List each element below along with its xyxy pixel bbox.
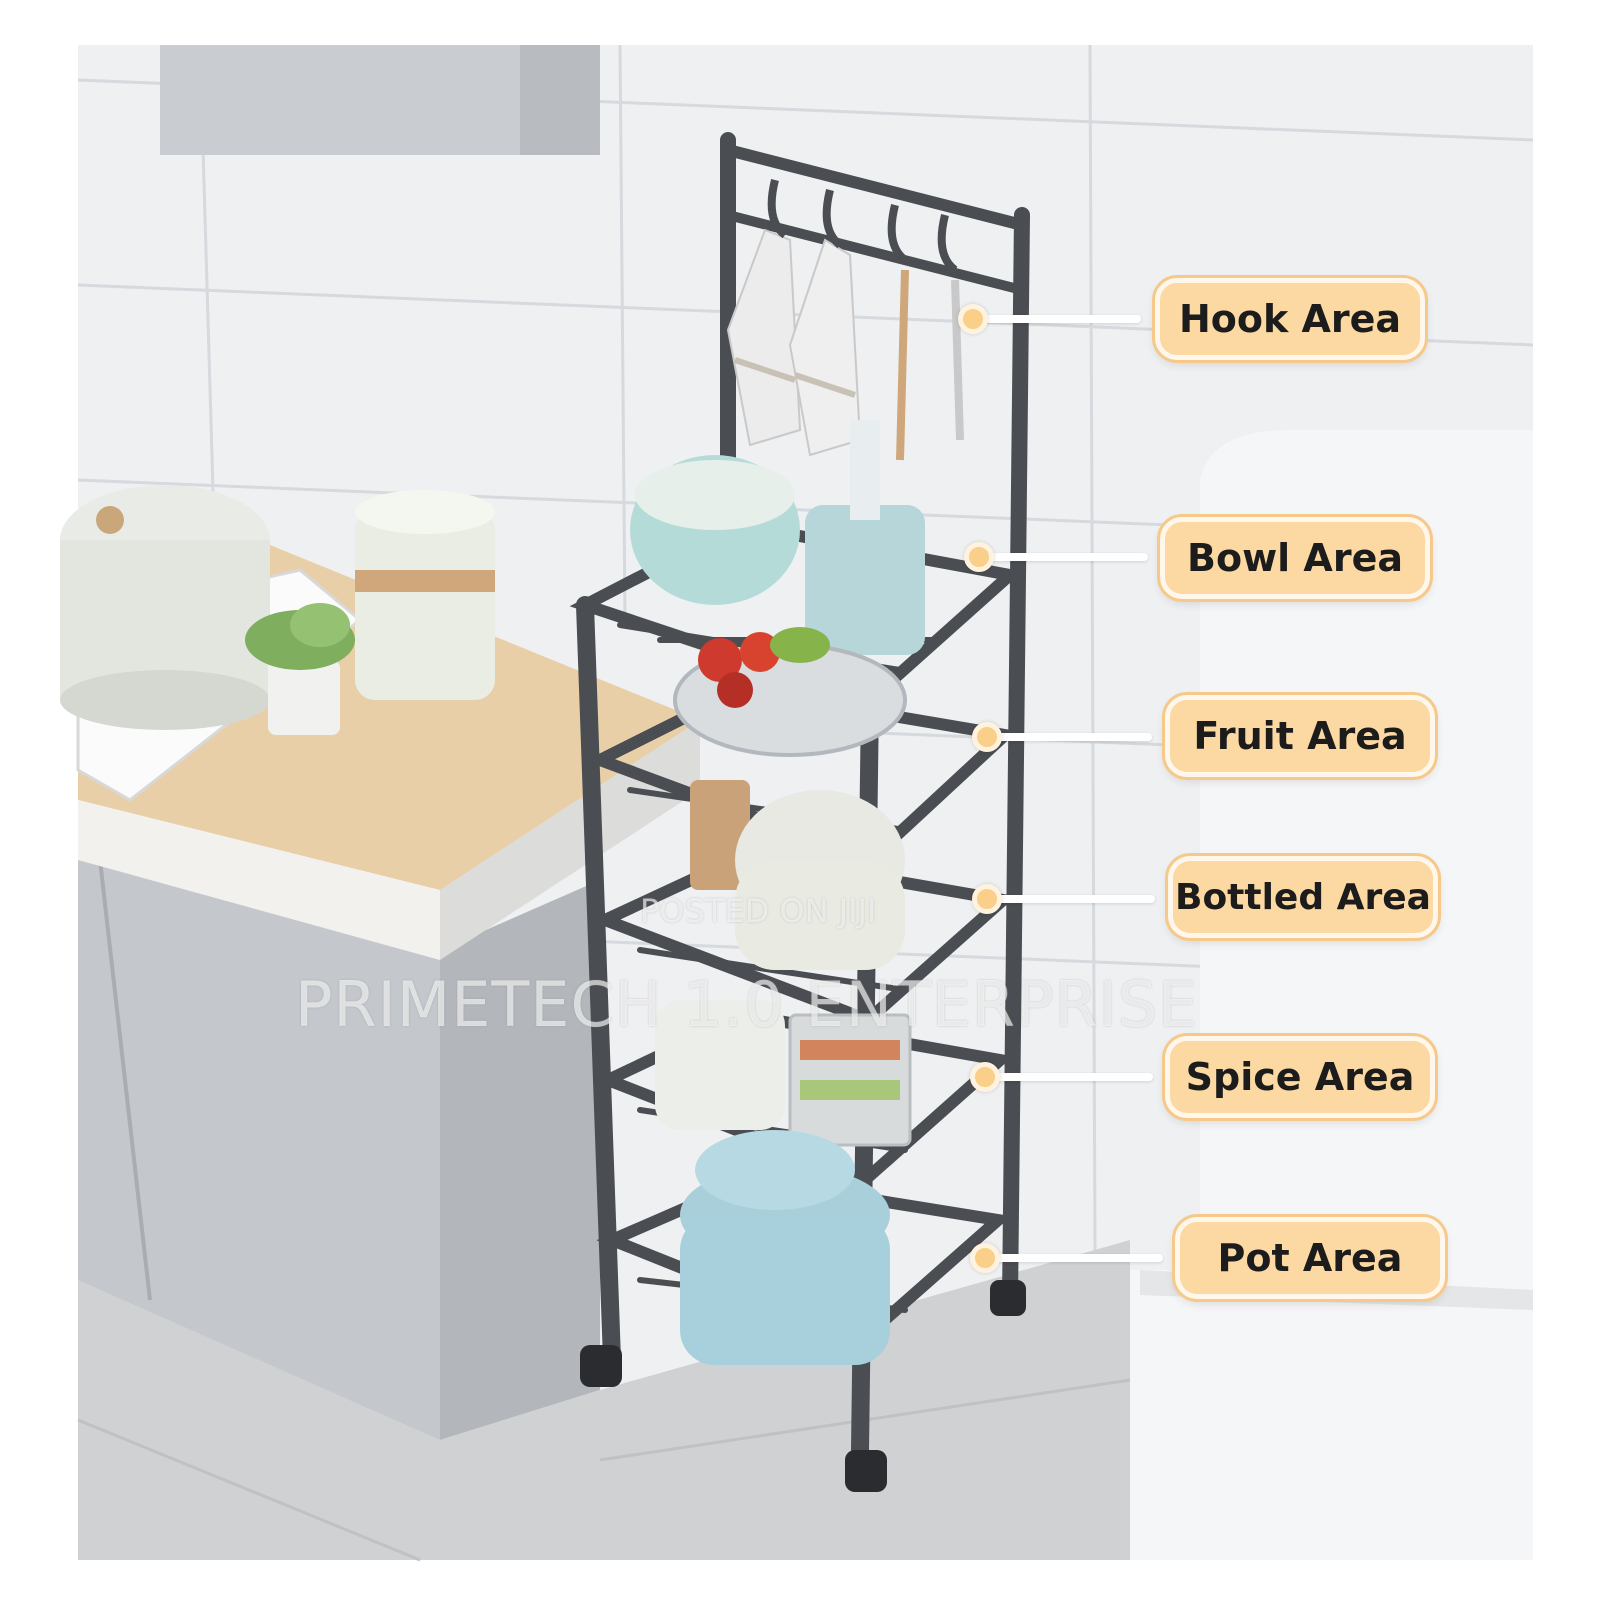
base-cabinet-side xyxy=(440,880,600,1440)
bottled-marker-dot xyxy=(972,884,1002,914)
spice-marker-dot xyxy=(970,1062,1000,1092)
pot-leader-line xyxy=(978,1254,1163,1262)
bowl-area-label: Bowl Area xyxy=(1160,517,1430,599)
base-cabinet xyxy=(78,850,440,1440)
watermark-large: PRIMETECH 1.0 ENTERPRISE xyxy=(295,968,1199,1041)
canister xyxy=(355,510,495,700)
upper-cabinet-edge xyxy=(520,45,600,155)
hook-area-label: Hook Area xyxy=(1155,278,1425,360)
fruit-area-label: Fruit Area xyxy=(1165,695,1435,777)
pot-marker-dot xyxy=(970,1243,1000,1273)
pot-area-label: Pot Area xyxy=(1175,1217,1445,1299)
spice-area-label: Spice Area xyxy=(1165,1036,1435,1118)
fruit-marker-dot xyxy=(972,722,1002,752)
hook-marker-dot xyxy=(958,304,988,334)
rice-cooker xyxy=(655,1000,785,1130)
bottled-jars xyxy=(690,780,750,890)
watermark-small: POSTED ON JIJI xyxy=(640,892,877,930)
bowl-leader-line xyxy=(972,553,1148,561)
spice-leader-line xyxy=(978,1073,1153,1081)
hanging-towel xyxy=(726,228,802,447)
hook-leader-line xyxy=(966,315,1141,323)
bottled-leader-line xyxy=(980,895,1155,903)
cooking-pot xyxy=(735,860,905,970)
fruit-leader-line xyxy=(980,733,1152,741)
bottled-area-label: Bottled Area xyxy=(1168,856,1438,938)
utensil-holder xyxy=(805,505,925,655)
rack-wheels xyxy=(580,1280,1026,1492)
bowl-marker-dot xyxy=(964,542,994,572)
countertop-edge xyxy=(78,800,440,960)
